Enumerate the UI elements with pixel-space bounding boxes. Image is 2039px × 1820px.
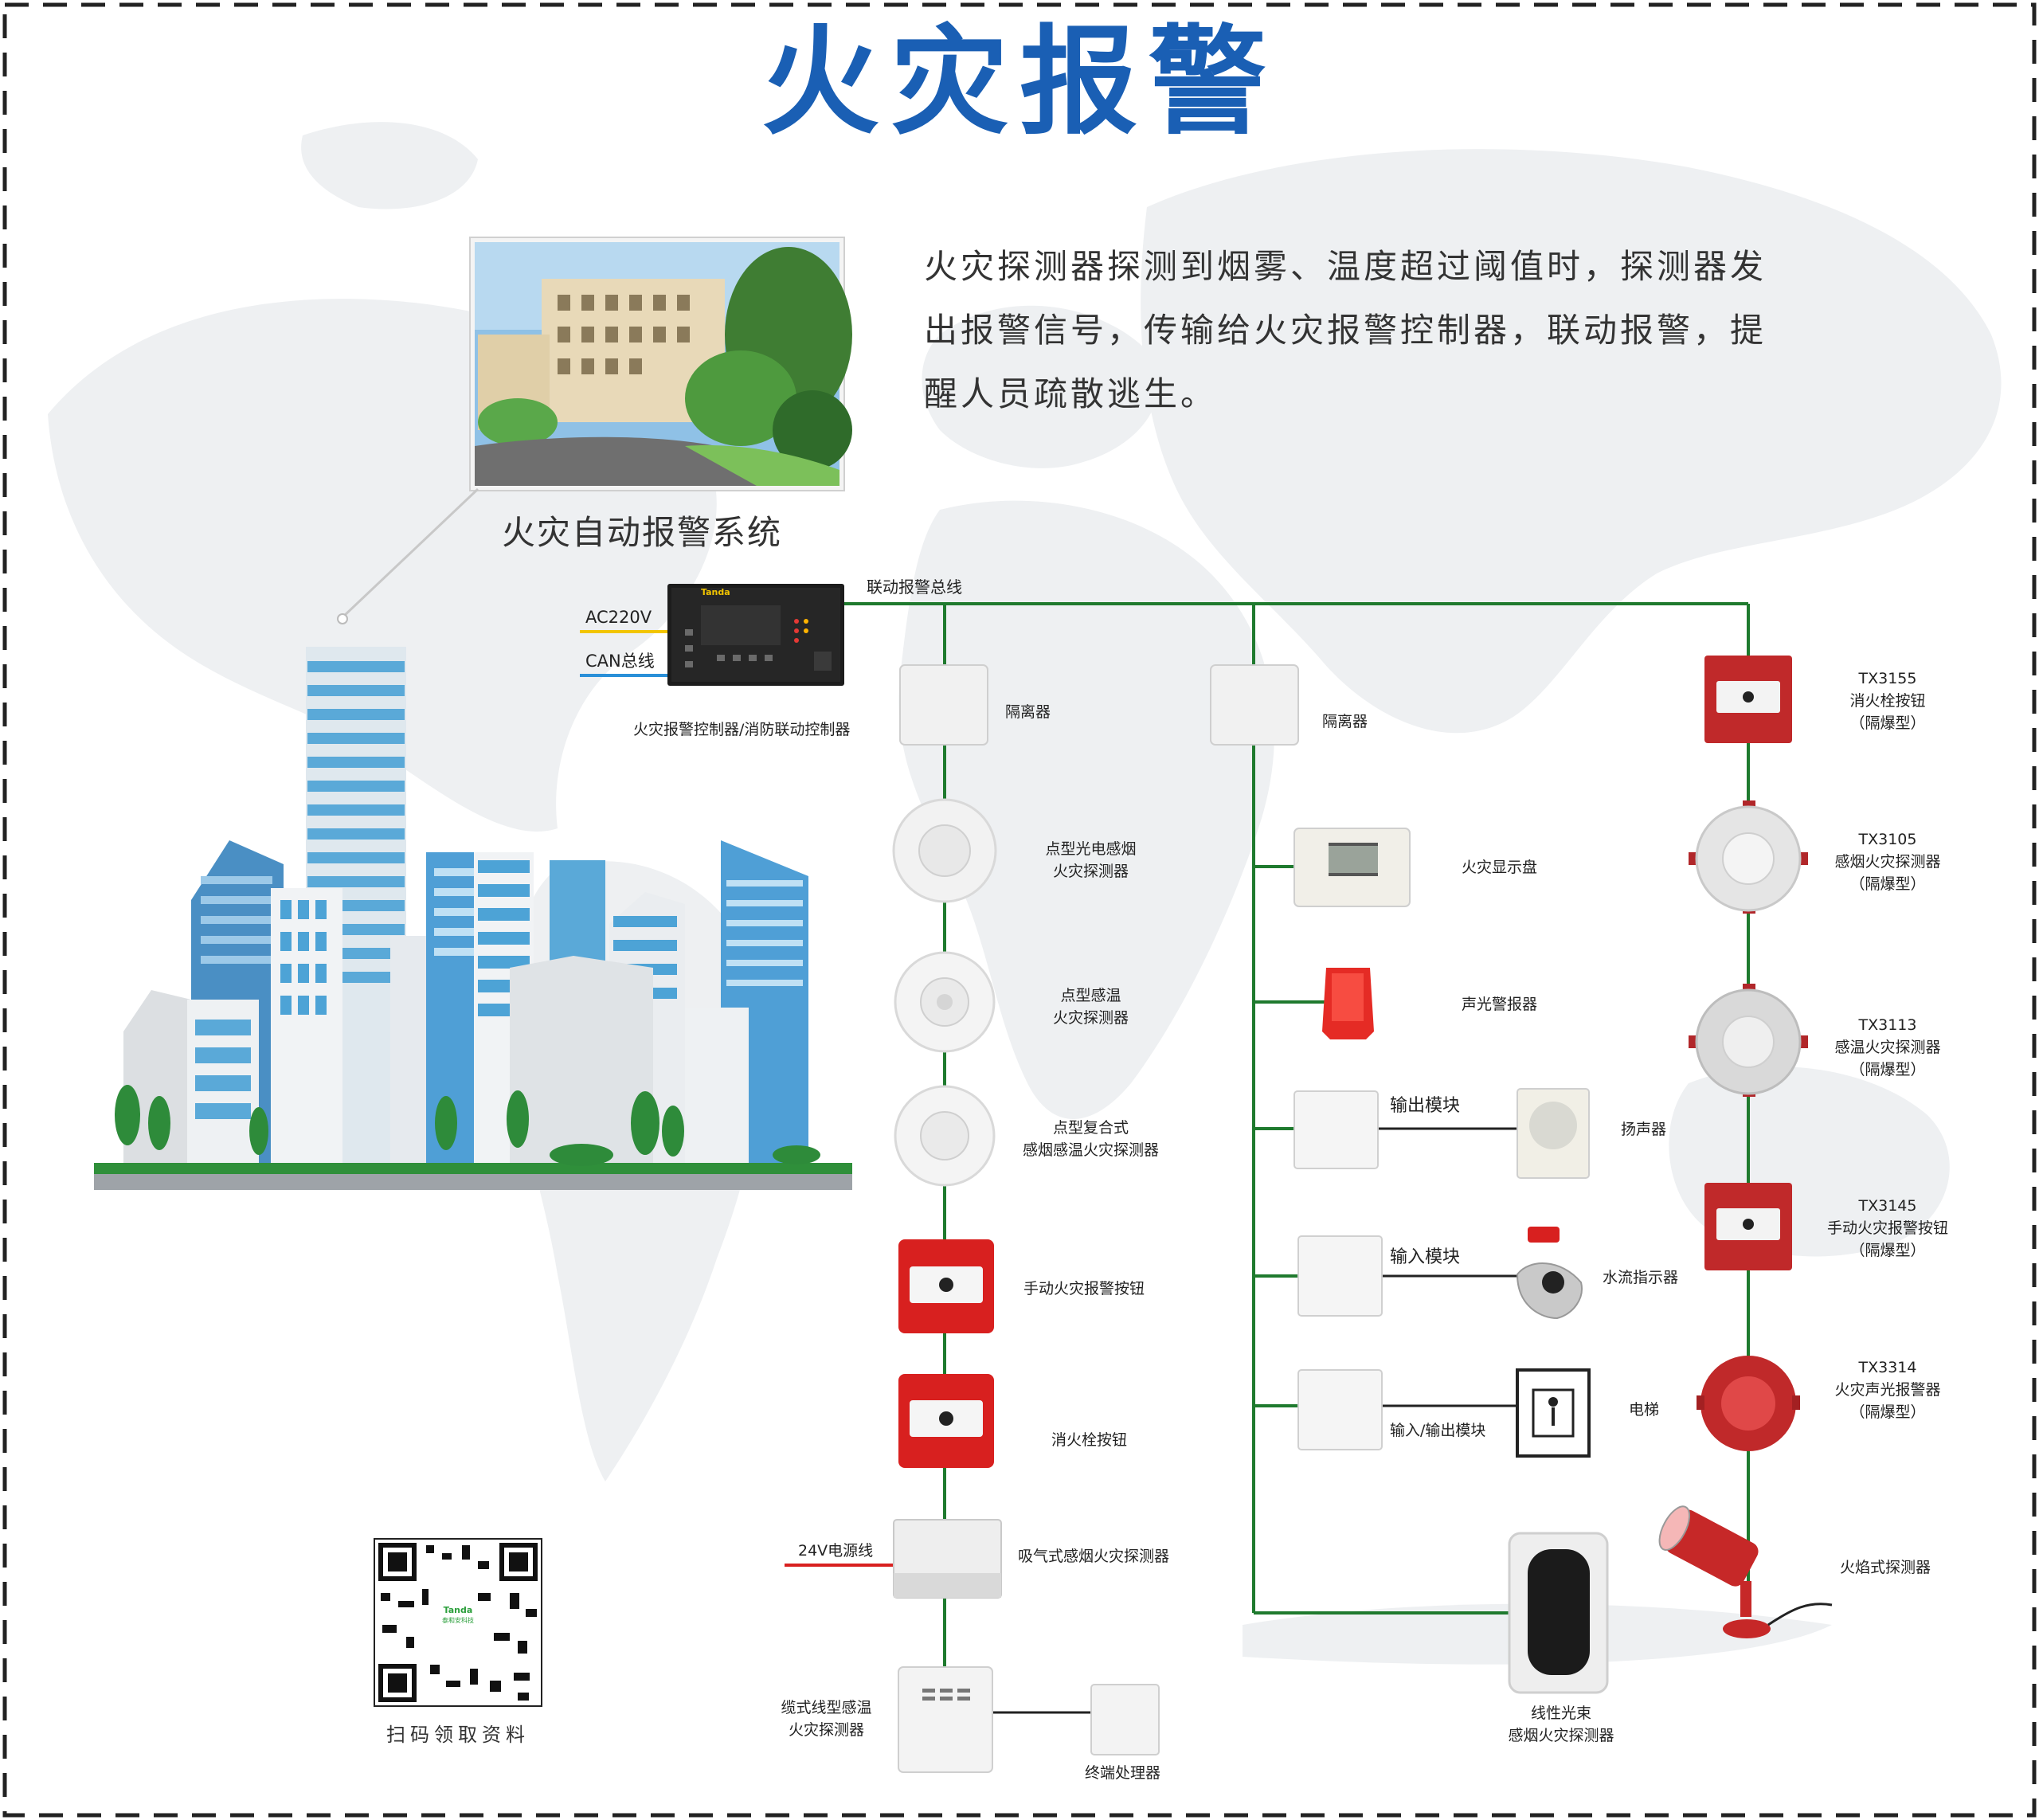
tx3145-label: TX3145 手动火灾报警按钮 （隔爆型） — [1826, 1197, 1948, 1259]
speaker-label: 扬声器 — [1621, 1121, 1667, 1138]
input-module-label: 输入模块 — [1390, 1247, 1461, 1267]
linear-heat-detector-label: 缆式线型感温 火灾探测器 — [781, 1699, 872, 1739]
smoke-detector-label: 点型光电感烟 火灾探测器 — [1045, 840, 1137, 880]
tx3105-label: TX3105 感烟火灾探测器 （隔爆型） — [1834, 831, 1941, 893]
io-module-label: 输入/输出模块 — [1390, 1422, 1486, 1439]
aspirating-detector-label: 吸气式感烟火灾探测器 — [1018, 1548, 1170, 1565]
heat-detector-label: 点型感温 火灾探测器 — [1052, 987, 1129, 1027]
fire-alarm-controller-panel — [667, 584, 844, 686]
qr-brand-name: 泰和安科技 — [442, 1617, 474, 1624]
branch2-devices — [1210, 664, 1609, 1694]
qr-code — [374, 1538, 542, 1707]
description-text: 火灾探测器探测到烟雾、温度超过阈值时，探测器发出报警信号，传输给火灾报警控制器，… — [924, 247, 1767, 413]
isolator-1-label: 隔离器 — [1005, 703, 1051, 721]
system-label: 火灾自动报警系统 — [502, 513, 783, 552]
dc24-power-label: 24V电源线 — [798, 1542, 874, 1560]
branch3-devices — [1658, 656, 1833, 1638]
qr-brand-logo: Tanda — [443, 1605, 473, 1615]
bus-label: 联动报警总线 — [867, 577, 962, 597]
alarm-sounder-label: 声光警报器 — [1462, 996, 1538, 1013]
flame-detector-label: 火焰式探测器 — [1840, 1559, 1931, 1576]
ac-power-label: AC220V — [585, 608, 652, 627]
elevator-label: 电梯 — [1629, 1401, 1660, 1419]
tx3155-label: TX3155 消火栓按钮 （隔爆型） — [1849, 670, 1926, 732]
combo-detector-label: 点型复合式 感烟感温火灾探测器 — [1022, 1119, 1159, 1159]
hydrant-button-label: 消火栓按钮 — [1051, 1431, 1128, 1449]
terminal-processor-label: 终端处理器 — [1085, 1764, 1161, 1782]
water-flow-indicator-label: 水流指示器 — [1603, 1269, 1679, 1286]
output-module-label: 输出模块 — [1390, 1096, 1461, 1116]
isolator-2-label: 隔离器 — [1322, 713, 1368, 730]
branch1-devices — [892, 664, 1160, 1773]
fire-display-panel-label: 火灾显示盘 — [1462, 859, 1538, 876]
page-title: 火灾报警 — [761, 14, 1278, 151]
tx3113-label: TX3113 感温火灾探测器 （隔爆型） — [1834, 1016, 1941, 1078]
manual-call-point-label: 手动火灾报警按钮 — [1023, 1280, 1145, 1297]
controller-label: 火灾报警控制器/消防联动控制器 — [633, 721, 851, 738]
qr-caption: 扫码领取资料 — [386, 1724, 530, 1746]
city-illustration — [94, 647, 852, 1190]
beam-detector-label: 线性光束 感烟火灾探测器 — [1508, 1705, 1614, 1744]
residential-photo — [475, 242, 852, 486]
controller-brand: Tanda — [701, 587, 730, 597]
tx3314-label: TX3314 火灾声光报警器 （隔爆型） — [1834, 1359, 1941, 1421]
can-bus-label: CAN总线 — [585, 652, 655, 671]
